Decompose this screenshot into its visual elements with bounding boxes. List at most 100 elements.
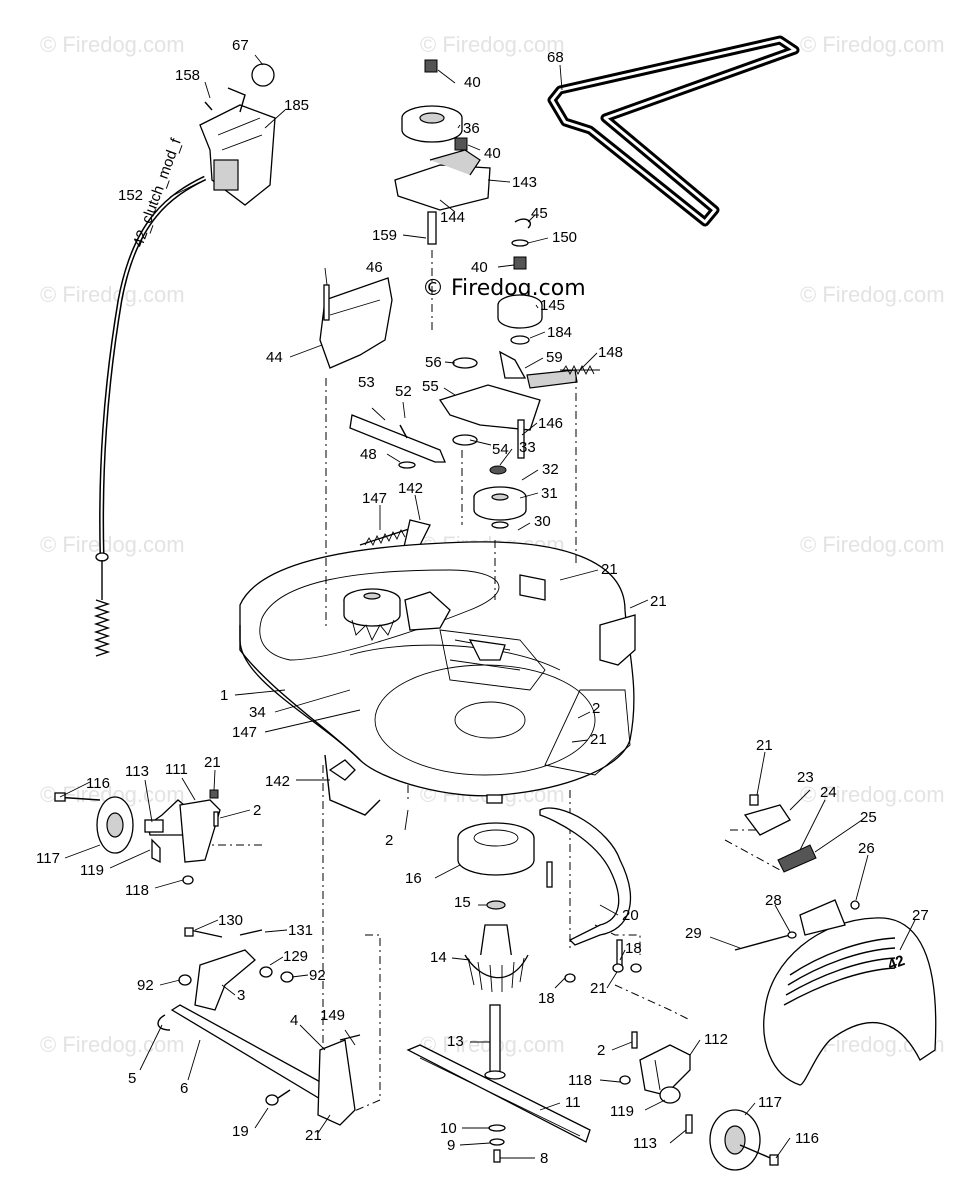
part-label-2: 2 — [592, 700, 600, 717]
part-label-68: 68 — [547, 49, 564, 66]
link-rod — [349, 414, 446, 469]
part-label-44: 44 — [266, 349, 283, 366]
part-label-56: 56 — [425, 354, 442, 371]
part-label-92: 92 — [137, 977, 154, 994]
part-label-40: 40 — [484, 145, 501, 162]
part-label-28: 28 — [765, 892, 782, 909]
part-label-184: 184 — [547, 324, 572, 341]
part-label-145: 145 — [540, 297, 565, 314]
part-label-33: 33 — [519, 439, 536, 456]
watermark-text: © Firedog.com — [800, 32, 945, 57]
part-label-48: 48 — [360, 446, 377, 463]
part-label-14: 14 — [430, 949, 447, 966]
part-label-119: 119 — [610, 1103, 634, 1120]
part-label-59: 59 — [546, 349, 563, 366]
part-label-21: 21 — [305, 1127, 322, 1144]
part-label-19: 19 — [232, 1123, 249, 1140]
part-label-158: 158 — [175, 67, 200, 84]
part-label-146: 146 — [538, 415, 563, 432]
part-label-2: 2 — [597, 1042, 605, 1059]
part-label-21: 21 — [590, 980, 607, 997]
watermark-text: © Firedog.com — [800, 282, 945, 307]
part-label-92: 92 — [309, 967, 326, 984]
left-gauge-wheel-assembly — [54, 789, 221, 885]
part-labels: 67 158 185 152 40 36 40 143 144 159 68 4… — [36, 37, 929, 1167]
watermark-text: © Firedog.com — [800, 782, 945, 807]
part-label-55: 55 — [422, 378, 439, 395]
part-label-117: 117 — [36, 850, 60, 867]
part-label-40: 40 — [464, 74, 481, 91]
part-label-129: 129 — [283, 948, 308, 965]
belt-guard — [319, 277, 393, 369]
leader-lines — [59, 54, 916, 1159]
lower-bracket — [324, 754, 381, 816]
part-label-119: 119 — [80, 862, 104, 879]
part-label-31: 31 — [541, 485, 558, 502]
part-label-21: 21 — [650, 593, 667, 610]
mower-deck — [239, 541, 636, 804]
part-label-9: 9 — [447, 1137, 455, 1154]
part-label-18: 18 — [538, 990, 555, 1007]
part-label-46: 46 — [366, 259, 383, 276]
part-label-1: 1 — [220, 687, 228, 704]
part-label-11: 11 — [565, 1094, 581, 1111]
part-label-29: 29 — [685, 925, 702, 942]
part-label-112: 112 — [704, 1031, 728, 1048]
part-label-54: 54 — [492, 441, 509, 458]
watermark-text: © Firedog.com — [800, 532, 945, 557]
part-label-16: 16 — [405, 870, 422, 887]
idler-pulley-middle — [497, 218, 543, 379]
part-label-32: 32 — [542, 461, 559, 478]
part-label-118: 118 — [125, 882, 149, 899]
center-watermark-text: © Firedog.com — [422, 276, 586, 301]
drive-belt — [547, 35, 800, 227]
part-label-52: 52 — [395, 383, 412, 400]
part-label-21: 21 — [756, 737, 773, 754]
part-label-13: 13 — [447, 1033, 464, 1050]
part-label-36: 36 — [463, 120, 480, 137]
part-label-116: 116 — [795, 1130, 819, 1147]
part-label-67: 67 — [232, 37, 249, 54]
watermark-text: © Firedog.com — [40, 1032, 185, 1057]
part-label-34: 34 — [249, 704, 266, 721]
part-label-23: 23 — [797, 769, 814, 786]
watermark-text: © Firedog.com — [40, 282, 185, 307]
part-label-111: 111 — [165, 761, 188, 778]
anti-scalp-bracket — [539, 807, 642, 983]
part-label-117: 117 — [758, 1094, 782, 1111]
part-label-6: 6 — [180, 1080, 188, 1097]
part-label-53: 53 — [358, 374, 375, 391]
part-label-147: 147 — [362, 490, 387, 507]
part-label-113: 113 — [633, 1135, 657, 1152]
part-label-45: 45 — [531, 205, 548, 222]
part-label-18: 18 — [625, 940, 642, 957]
part-label-130: 130 — [218, 912, 243, 929]
left-lift-linkage — [157, 927, 361, 1126]
part-label-147: 147 — [232, 724, 257, 741]
part-label-30: 30 — [534, 513, 551, 530]
part-label-159: 159 — [372, 227, 397, 244]
part-label-142: 142 — [265, 773, 290, 790]
part-label-3: 3 — [237, 987, 245, 1004]
part-label-2: 2 — [253, 802, 261, 819]
assembly-lines — [200, 250, 781, 1116]
part-label-21: 21 — [204, 754, 221, 771]
right-gauge-wheel-assembly — [619, 1031, 779, 1171]
part-label-149: 149 — [320, 1007, 345, 1024]
watermark-text: © Firedog.com — [420, 32, 565, 57]
part-label-185: 185 — [284, 97, 309, 114]
part-label-118: 118 — [568, 1072, 592, 1089]
part-label-131: 131 — [288, 922, 313, 939]
part-label-8: 8 — [540, 1150, 548, 1167]
part-label-152: 152 — [118, 187, 143, 204]
chute-logo-text: 42 — [886, 952, 907, 974]
part-label-20: 20 — [622, 907, 639, 924]
part-label-4: 4 — [290, 1012, 298, 1029]
part-label-15: 15 — [454, 894, 471, 911]
part-label-21: 21 — [590, 731, 607, 748]
part-label-113: 113 — [125, 763, 149, 780]
part-label-40: 40 — [471, 259, 488, 276]
part-label-24: 24 — [820, 784, 837, 801]
part-label-142: 142 — [398, 480, 423, 497]
